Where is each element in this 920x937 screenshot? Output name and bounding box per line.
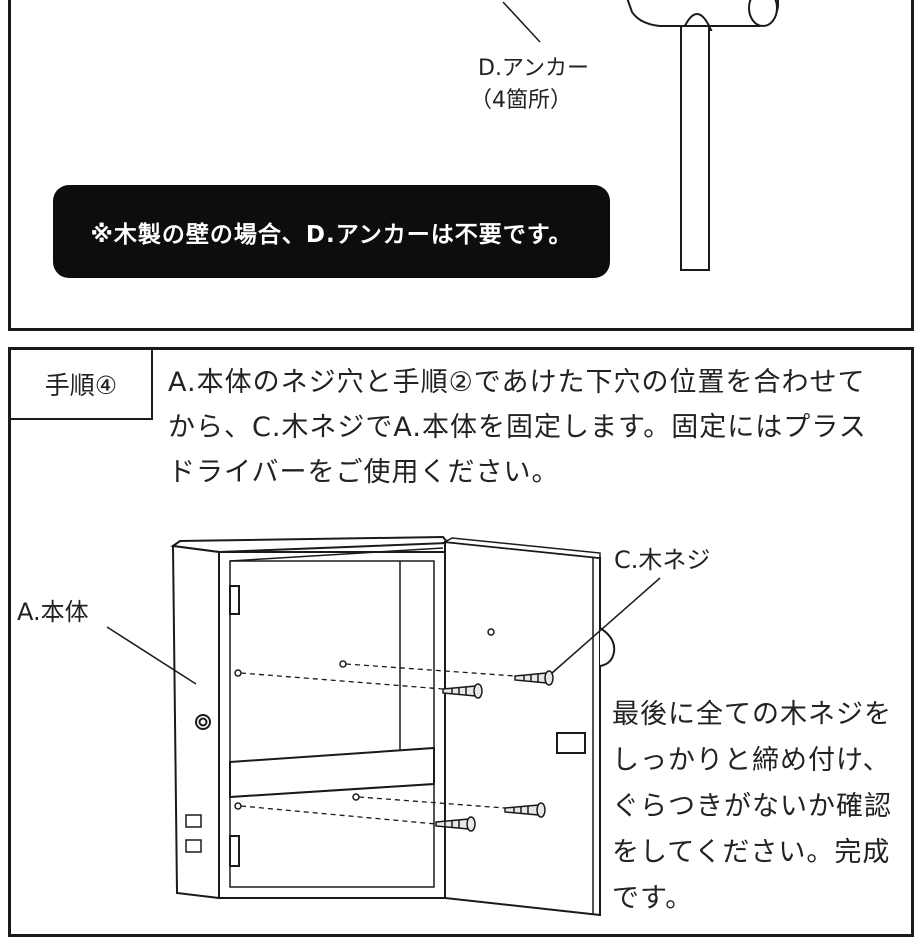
cabinet-illustration — [170, 535, 616, 917]
hammer-face — [748, 0, 778, 27]
body-label: A.本体 — [17, 598, 89, 626]
screw-1 — [442, 683, 483, 699]
body-leader-line — [106, 626, 197, 685]
screw-leader-line — [551, 577, 661, 674]
door-knob — [599, 627, 616, 667]
screw-4 — [504, 802, 546, 818]
step-tag: 手順④ — [11, 350, 153, 420]
cabinet-door — [444, 540, 601, 917]
step4-instruction: A.本体のネジ穴と手順②であけた下穴の位置を合わせてから、C.木ネジでA.本体を… — [168, 367, 867, 488]
screw-3 — [435, 816, 476, 832]
hinge-bottom — [229, 835, 240, 867]
anchor-leader-line — [502, 1, 541, 43]
screw-2 — [514, 670, 554, 686]
hammer-illustration — [626, 0, 779, 271]
anchor-label: D.アンカー — [478, 56, 590, 81]
screw-holes — [234, 628, 495, 810]
hammer-handle — [680, 25, 710, 271]
alignment-lines — [240, 663, 516, 825]
screw-label: C.木ネジ — [614, 546, 711, 574]
note-box: ※木製の壁の場合、D.アンカーは不要です。 — [53, 185, 610, 278]
cabinet-back — [229, 560, 435, 888]
note-text: ※木製の壁の場合、D.アンカーは不要です。 — [90, 221, 573, 248]
wood-screws — [435, 670, 554, 832]
anchor-count: （4箇所） — [470, 88, 572, 113]
hinge-top — [229, 585, 240, 615]
final-instruction: 最後に全ての木ネジをしっかりと締め付け、ぐらつきがないか確認をしてください。完成… — [612, 699, 892, 914]
door-catch — [556, 732, 586, 754]
